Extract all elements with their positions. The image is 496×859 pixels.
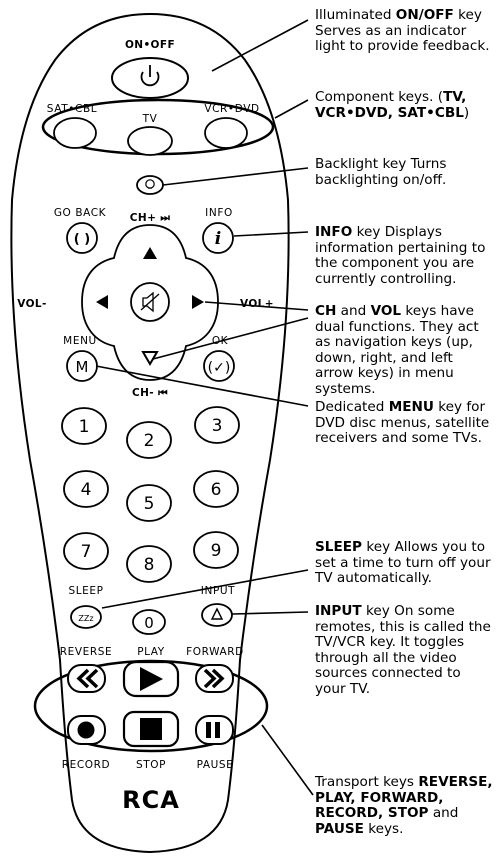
info-icon: i — [215, 229, 221, 249]
info-button[interactable] — [202, 222, 234, 254]
go-back-button[interactable] — [66, 222, 98, 254]
tv-label: TV — [142, 113, 158, 125]
vol-minus-label: VOL- — [17, 298, 47, 310]
tv-button[interactable] — [127, 126, 173, 156]
input-button[interactable] — [201, 603, 233, 627]
reverse-label: REVERSE — [60, 646, 113, 658]
callout-component-keys: Component keys. (TV, VCR•DVD, SAT•CBL) — [315, 89, 470, 121]
play-icon — [140, 667, 163, 691]
pause-label: PAUSE — [197, 759, 234, 771]
number-key-0-label: 0 — [144, 614, 154, 632]
number-key-9[interactable] — [193, 531, 239, 569]
info-label: INFO — [205, 207, 233, 219]
callout-on-off: Illuminated ON/OFF key Serves as an indi… — [315, 7, 490, 55]
menu-label: MENU — [63, 335, 97, 347]
vol-left-arrow-icon[interactable] — [96, 295, 108, 309]
number-key-4[interactable] — [63, 470, 109, 508]
go-back-icon: ( ) — [74, 232, 90, 247]
vcr-dvd-button[interactable] — [204, 117, 248, 149]
callout-sleep: SLEEP key Allows you to set a time to tu… — [315, 539, 491, 587]
sleep-label: SLEEP — [68, 585, 103, 597]
number-key-5-label: 5 — [144, 494, 155, 514]
record-label: RECORD — [62, 759, 111, 771]
pause-icon — [206, 722, 220, 738]
sleep-key-label: ZZz — [78, 614, 93, 623]
backlight-button[interactable] — [136, 175, 164, 195]
number-key-2[interactable] — [126, 421, 172, 459]
number-key-3[interactable] — [194, 406, 240, 444]
sat-cbl-button[interactable] — [53, 117, 97, 149]
bulb-icon — [145, 179, 155, 189]
ch-plus-label: CH+ ⏭ — [130, 212, 171, 224]
number-key-8[interactable] — [126, 545, 172, 583]
stop-icon — [140, 718, 162, 740]
callout-info: INFO key Displays information pertaining… — [315, 224, 486, 287]
ch-minus-label: CH- ⏮ — [132, 387, 168, 399]
vcr-dvd-label: VCR•DVD — [204, 103, 259, 115]
number-key-6[interactable] — [193, 470, 239, 508]
sleep-button[interactable] — [70, 605, 102, 629]
on-off-label: ON•OFF — [125, 39, 175, 51]
callout-transport: Transport keys REVERSE, PLAY, FORWARD, R… — [315, 774, 493, 837]
forward-icon — [203, 668, 225, 689]
play-label: PLAY — [137, 646, 165, 658]
callout-backlight: Backlight key Turns backlighting on/off. — [315, 156, 447, 188]
brand-logo: RCA — [122, 786, 180, 814]
number-key-0[interactable] — [132, 609, 166, 635]
go-back-label: GO BACK — [54, 207, 107, 219]
callout-leader-lines — [95, 19, 314, 796]
number-key-1-label: 1 — [79, 417, 90, 437]
record-icon — [77, 721, 95, 739]
number-key-2-label: 2 — [144, 431, 155, 451]
ch-down-arrow-icon[interactable] — [141, 351, 159, 366]
number-key-9-label: 9 — [211, 541, 222, 561]
vol-plus-label: VOL+ — [240, 298, 274, 310]
forward-label: FORWARD — [186, 646, 244, 658]
callout-ch-vol: CH and VOL keys have dual functions. The… — [315, 303, 479, 397]
number-key-7-label: 7 — [81, 542, 92, 562]
number-key-7[interactable] — [63, 532, 109, 570]
check-icon: (✓) — [208, 360, 231, 376]
input-triangle-icon — [210, 607, 224, 620]
number-key-8-label: 8 — [144, 555, 155, 575]
ch-up-arrow-icon[interactable] — [143, 247, 157, 259]
number-key-1[interactable] — [61, 407, 107, 445]
ok-button[interactable] — [203, 350, 235, 382]
menu-key-label: M — [76, 358, 89, 376]
reverse-icon — [76, 668, 99, 689]
number-key-6-label: 6 — [211, 480, 222, 500]
sat-cbl-label: SAT•CBL — [47, 103, 97, 115]
stop-label: STOP — [136, 759, 166, 771]
callout-menu: Dedicated MENU key for DVD disc menus, s… — [315, 399, 490, 447]
callout-input: INPUT key On some remotes, this is calle… — [315, 603, 491, 697]
power-button[interactable] — [111, 57, 189, 99]
number-key-4-label: 4 — [81, 480, 92, 500]
pause-button[interactable] — [195, 715, 234, 745]
power-icon — [140, 65, 160, 87]
mute-icon — [140, 291, 160, 313]
remote-body — [10, 12, 290, 854]
number-key-5[interactable] — [126, 484, 172, 522]
vol-right-arrow-icon[interactable] — [192, 295, 204, 309]
number-key-3-label: 3 — [212, 416, 223, 436]
